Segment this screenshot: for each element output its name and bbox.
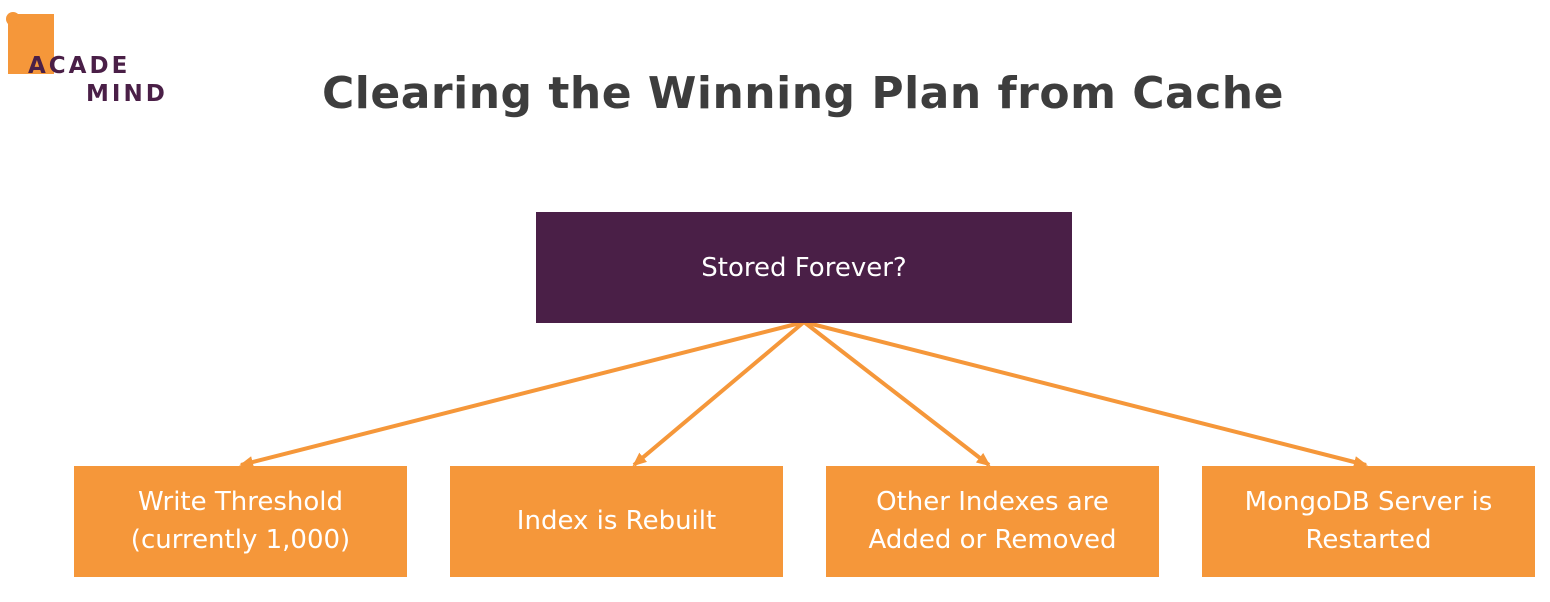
root-node-label: Stored Forever? xyxy=(701,252,907,283)
node-index-rebuilt: Index is Rebuilt xyxy=(450,466,783,577)
node-write-threshold-line2: (currently 1,000) xyxy=(130,524,351,555)
node-other-indexes: Other Indexes are Added or Removed xyxy=(826,466,1159,577)
node-other-indexes-line2: Added or Removed xyxy=(868,524,1117,555)
node-other-indexes-line1: Other Indexes are xyxy=(876,486,1109,517)
node-write-threshold: Write Threshold (currently 1,000) xyxy=(74,466,407,577)
arrow-to-index-rebuilt xyxy=(632,320,806,467)
arrow-to-server-restarted xyxy=(803,320,1368,468)
logo-text-line1: ACADE xyxy=(28,53,131,79)
node-write-threshold-line1: Write Threshold xyxy=(137,486,344,517)
arrow-to-other-indexes xyxy=(802,320,991,467)
academind-logo: ACADE MIND xyxy=(0,0,180,115)
arrow-to-write-threshold xyxy=(239,320,805,468)
node-server-restarted: MongoDB Server is Restarted xyxy=(1202,466,1535,577)
node-server-restarted-line2: Restarted xyxy=(1305,524,1432,555)
node-index-rebuilt-line1: Index is Rebuilt xyxy=(516,505,717,536)
root-node-stored-forever: Stored Forever? xyxy=(536,212,1072,323)
logo-tab-shape xyxy=(8,14,54,74)
node-server-restarted-line1: MongoDB Server is xyxy=(1244,486,1493,517)
logo-text-line2: MIND xyxy=(86,81,168,107)
slide-title: Clearing the Winning Plan from Cache xyxy=(322,68,1284,119)
